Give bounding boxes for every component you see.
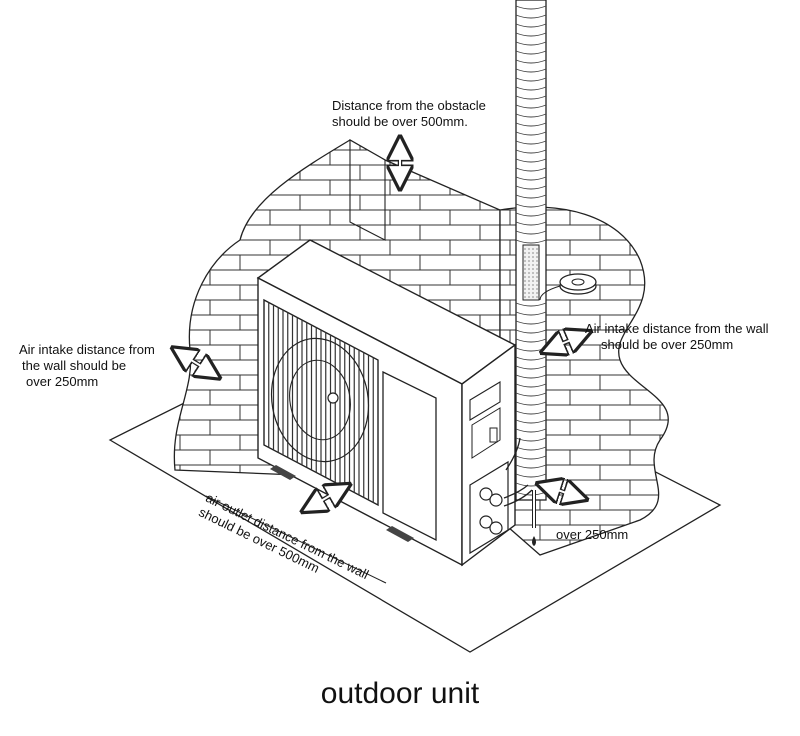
top-obstacle-line1: Distance from the obstacle [332, 98, 486, 113]
diagram-title: outdoor unit [320, 677, 480, 710]
side-clearance-label: over 250mm [556, 527, 629, 542]
outlet-underline [205, 495, 387, 584]
left-intake-line1: Air intake distance from [19, 342, 155, 357]
fan-grille [268, 302, 374, 503]
right-intake-line2: should be over 250mm [601, 337, 734, 352]
right-intake-line1: Air intake distance from the wall [585, 321, 769, 336]
left-intake-line2: the wall should be [22, 358, 127, 373]
left-intake-line3: over 250mm [26, 374, 99, 389]
wrapped-pipe [515, 0, 547, 501]
tape-roll [539, 273, 597, 301]
left-intake-label: Air intake distance from the wall should… [19, 342, 155, 390]
top-obstacle-line2: should be over 500mm. [332, 114, 468, 129]
outdoor-unit [256, 239, 536, 567]
right-intake-label: Air intake distance from the wall should… [585, 321, 769, 353]
top-obstacle-label: Distance from the obstacle should be ove… [332, 98, 486, 130]
